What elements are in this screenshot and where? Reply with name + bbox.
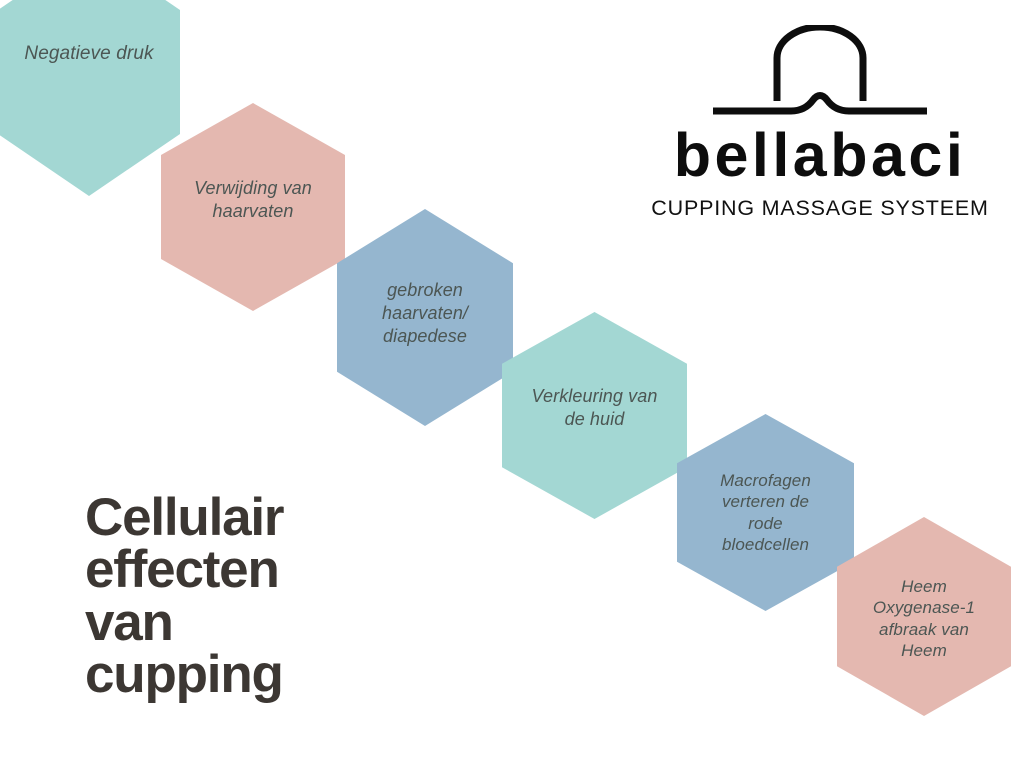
hexagon-step-5-label: Macrofagen verteren de rode bloedcellen [720,470,811,554]
cupping-cup-dome-icon [713,25,927,115]
hexagon-step-2: Verwijding van haarvaten [161,103,345,311]
hexagon-step-4-label: Verkleuring van de huid [531,385,658,429]
hexagon-step-3: gebroken haarvaten/ diapedese [337,209,513,426]
hexagon-step-1: Negatieve druk [0,0,180,196]
page-title: Cellulair effecten van cupping [85,488,385,705]
brand-tagline: CUPPING MASSAGE SYSTEEM [651,196,989,220]
brand-logo: bellabaci CUPPING MASSAGE SYSTEEM [640,25,1000,221]
hexagon-step-4: Verkleuring van de huid [502,312,687,519]
hexagon-step-6-label: Heem Oxygenase-1 afbraak van Heem [872,576,976,660]
hexagon-step-1-label: Negatieve druk [24,43,154,65]
page-title-line-2: effecten [85,540,280,600]
hexagon-step-3-label: gebroken haarvaten/ diapedese [381,280,469,346]
hexagon-step-5: Macrofagen verteren de rode bloedcellen [677,414,854,611]
page-title-line-1: Cellulair [85,488,285,547]
hexagon-step-2-label: Verwijding van haarvaten [194,178,312,221]
hexagon-step-6: Heem Oxygenase-1 afbraak van Heem [837,517,1011,716]
brand-wordmark: bellabaci [673,121,967,189]
page-title-line-3: van [85,592,174,652]
page-title-line-4: cupping [85,645,284,705]
